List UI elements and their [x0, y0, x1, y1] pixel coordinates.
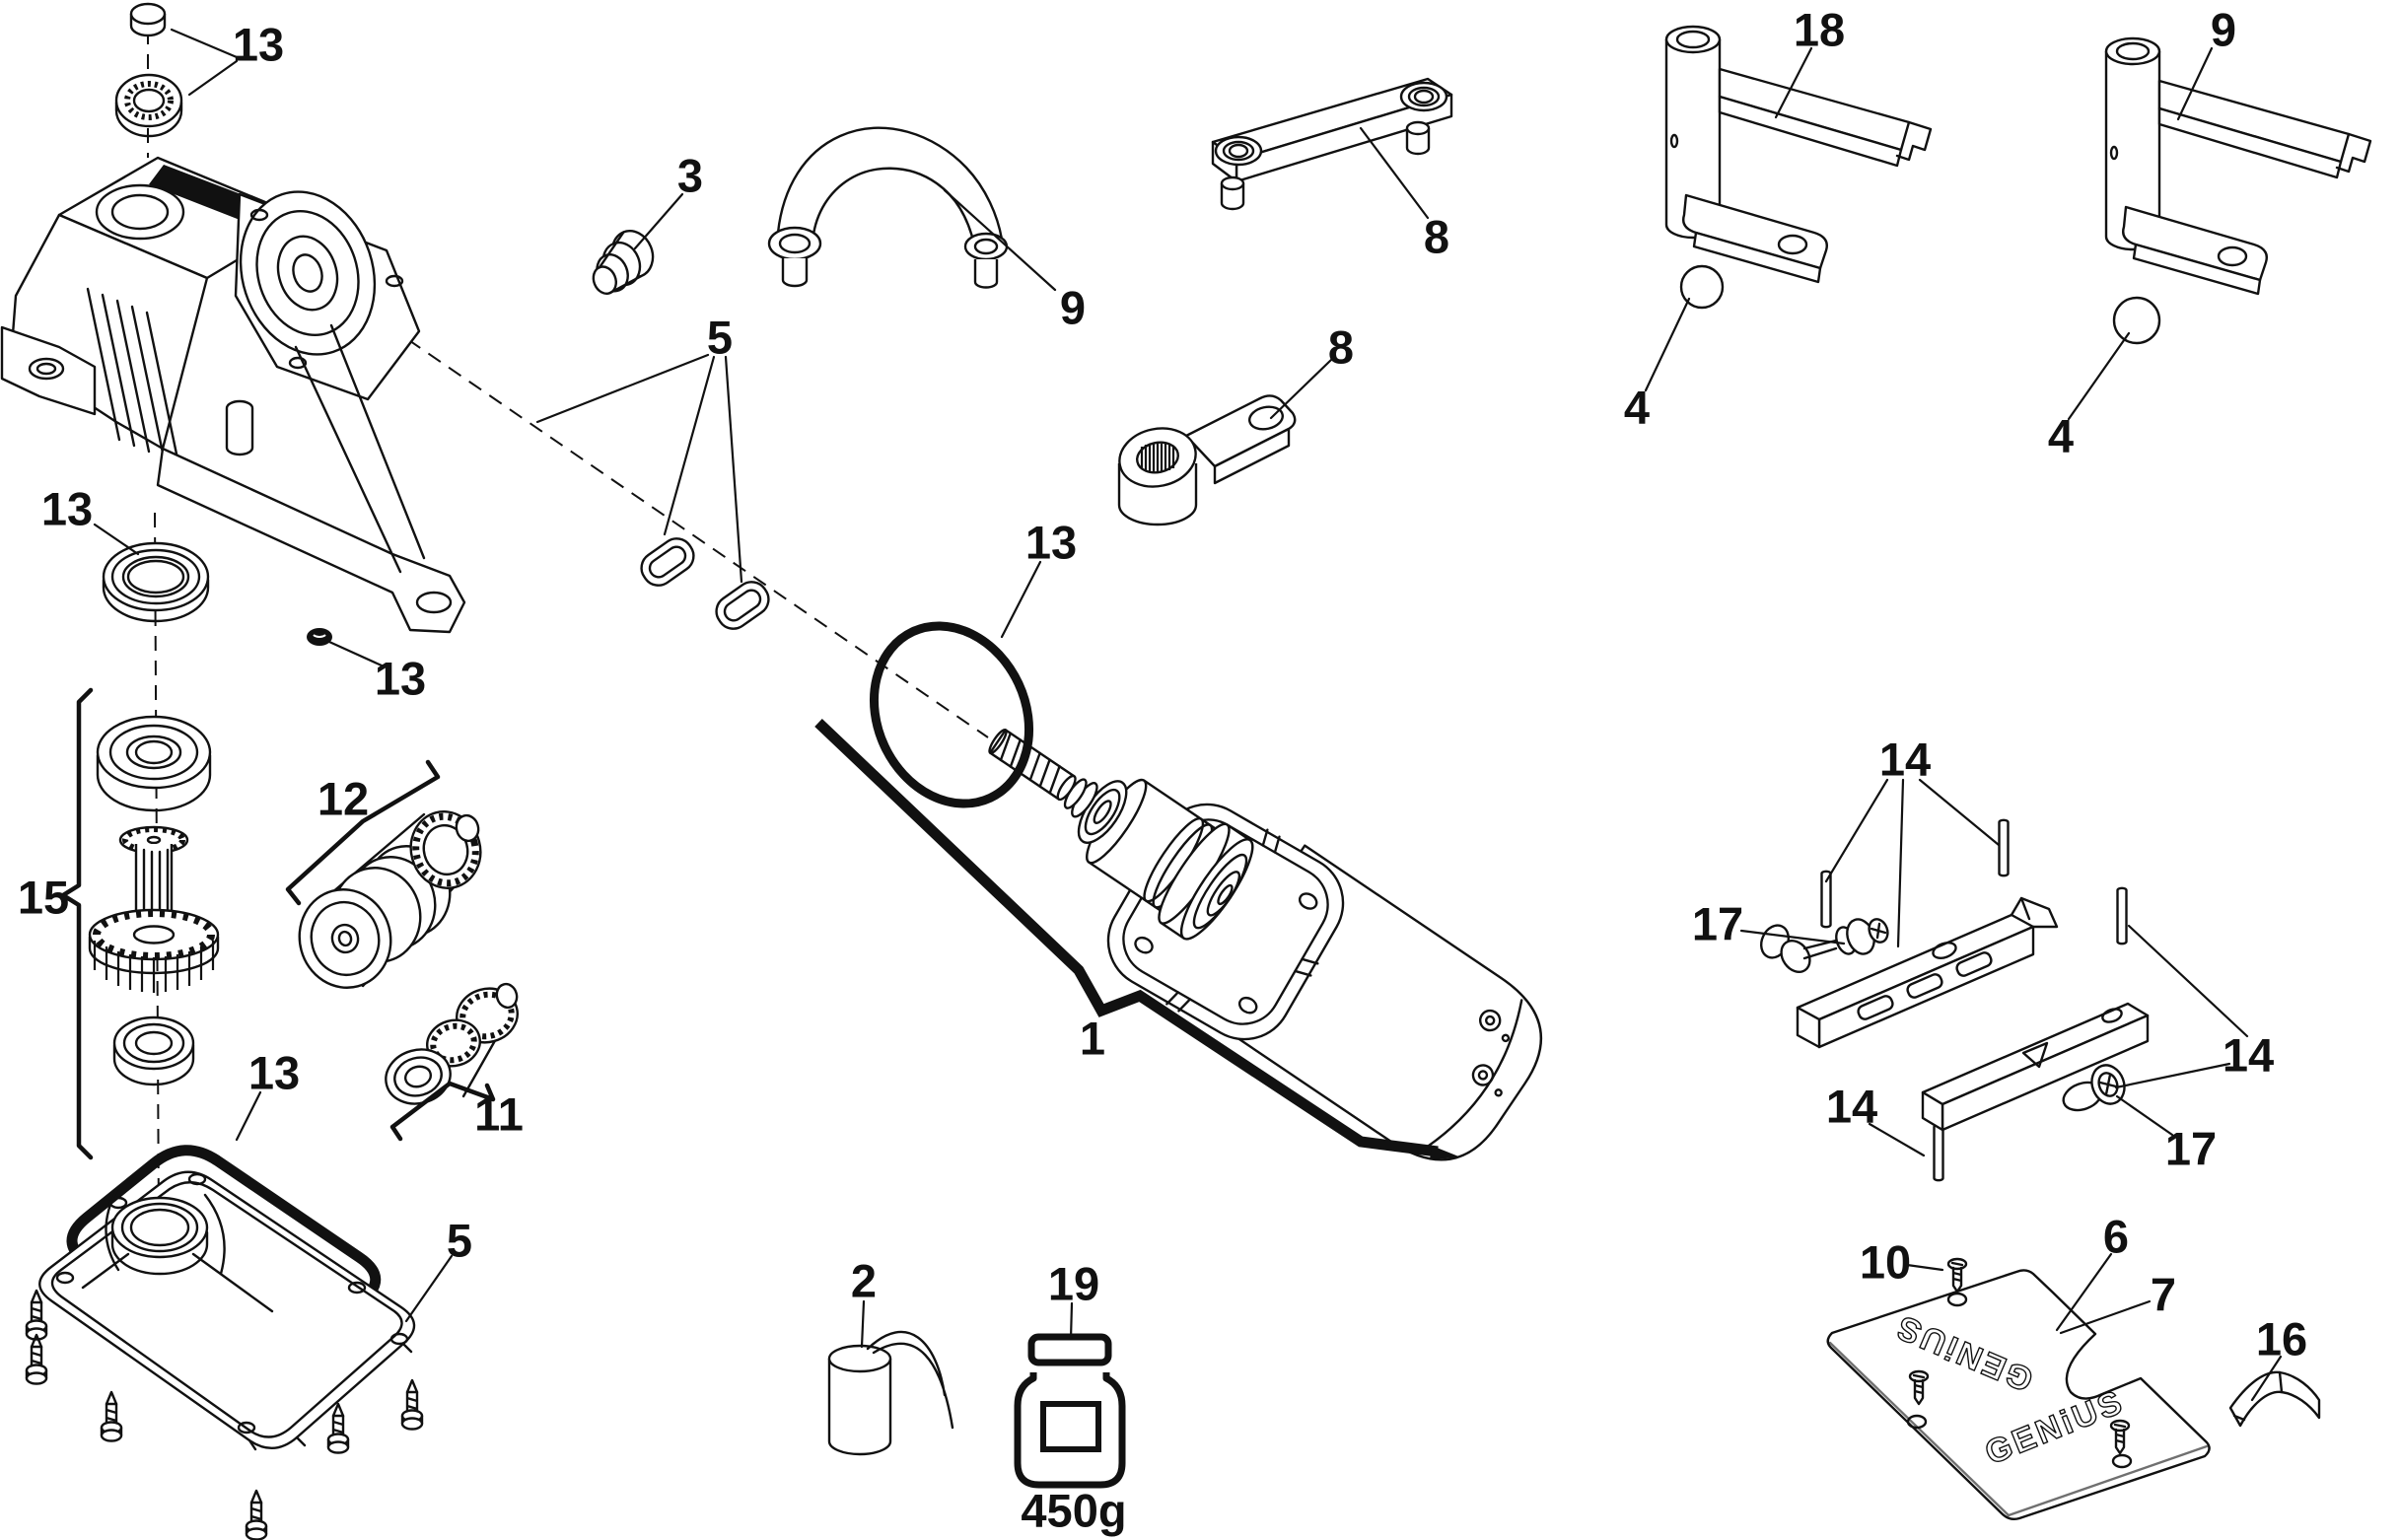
grease-weight-label: 450g — [1021, 1485, 1126, 1537]
part-17-lock-cylinder — [2062, 1064, 2126, 1112]
part-13-o-ring — [869, 621, 1034, 808]
part-3-plug — [592, 230, 655, 295]
part-13-ring-seal — [102, 541, 210, 623]
bracket-12 — [285, 759, 441, 906]
part-6-7-cover-plate: GENiUS GENiUS — [1826, 1269, 2211, 1521]
callout-13-ring-seal: 13 — [41, 483, 93, 535]
lower-slide-bar — [1921, 1002, 2150, 1132]
callout-14-bottom: 14 — [1826, 1081, 1877, 1133]
callout-17-key: 17 — [1692, 898, 1743, 950]
callout-14-top: 14 — [1879, 734, 1931, 786]
callout-3: 3 — [677, 150, 703, 202]
upper-slide-bar — [1796, 896, 2059, 1049]
part-13-plug-pin — [307, 628, 332, 646]
bracket-15 — [60, 687, 94, 1160]
part-14-pin — [2116, 886, 2128, 945]
bracket-11 — [389, 1081, 496, 1142]
callout-8-straight-arm: 8 — [1424, 211, 1449, 263]
callout-13-cap: 13 — [233, 19, 284, 71]
part-8-straight-arm — [1211, 77, 1453, 211]
callout-labels: 13 3 5 9 8 8 18 9 4 4 13 13 13 15 12 13 … — [18, 4, 2307, 1365]
callout-19: 19 — [1048, 1258, 1099, 1310]
part-13-cap-and-splined-ring — [114, 2, 183, 138]
callout-5-gaskets: 5 — [707, 312, 733, 364]
callout-18: 18 — [1794, 4, 1845, 56]
part-8-splined-arm — [1117, 394, 1297, 526]
callout-13-pin: 13 — [375, 653, 426, 705]
callout-10: 10 — [1860, 1236, 1911, 1289]
callout-9-curved-arm: 9 — [1060, 282, 1086, 334]
callout-17-cylinder: 17 — [2165, 1123, 2217, 1175]
callout-13-o-ring: 13 — [1025, 517, 1077, 569]
callout-9-bracket: 9 — [2211, 4, 2236, 56]
callout-16: 16 — [2256, 1313, 2307, 1365]
part-14-17-release-mechanism — [1760, 818, 2150, 1182]
callout-6: 6 — [2103, 1211, 2129, 1263]
part-9-curved-arm — [767, 126, 1009, 289]
part-gearbox-housing — [0, 156, 466, 634]
leader-lines — [93, 28, 2283, 1402]
part-11-reduction-gear — [385, 982, 519, 1105]
part-1-motor-assembly — [988, 728, 1542, 1161]
part-15-output-shaft-assembly — [88, 715, 220, 1086]
callout-14-right: 14 — [2223, 1029, 2274, 1082]
part-16-clip — [2228, 1370, 2321, 1428]
part-14-pin — [1933, 1123, 1944, 1182]
part-4-ball-left — [1679, 264, 1725, 310]
part-5-flat-gaskets — [640, 537, 770, 630]
part-2-capacitor — [827, 1330, 954, 1456]
callout-4-left: 4 — [1624, 382, 1650, 434]
callout-5-cover: 5 — [447, 1215, 472, 1267]
callout-15: 15 — [18, 872, 69, 924]
callout-7: 7 — [2151, 1269, 2176, 1321]
callout-13-gasket: 13 — [248, 1047, 300, 1099]
callout-2: 2 — [851, 1255, 877, 1307]
callout-1: 1 — [1080, 1013, 1105, 1065]
part-5-bottom-cover — [38, 1170, 416, 1451]
part-14-pin — [1998, 818, 2010, 877]
callout-4-right: 4 — [2048, 410, 2074, 462]
callout-11: 11 — [474, 1088, 524, 1141]
part-12-clutch-assembly — [298, 810, 482, 989]
worm-shaft-and-coupling — [988, 728, 1254, 941]
callout-8-splined-arm: 8 — [1328, 321, 1354, 374]
group-line-part-1 — [814, 719, 1461, 1159]
callout-12: 12 — [318, 773, 369, 825]
part-4-ball-right — [2112, 296, 2161, 345]
